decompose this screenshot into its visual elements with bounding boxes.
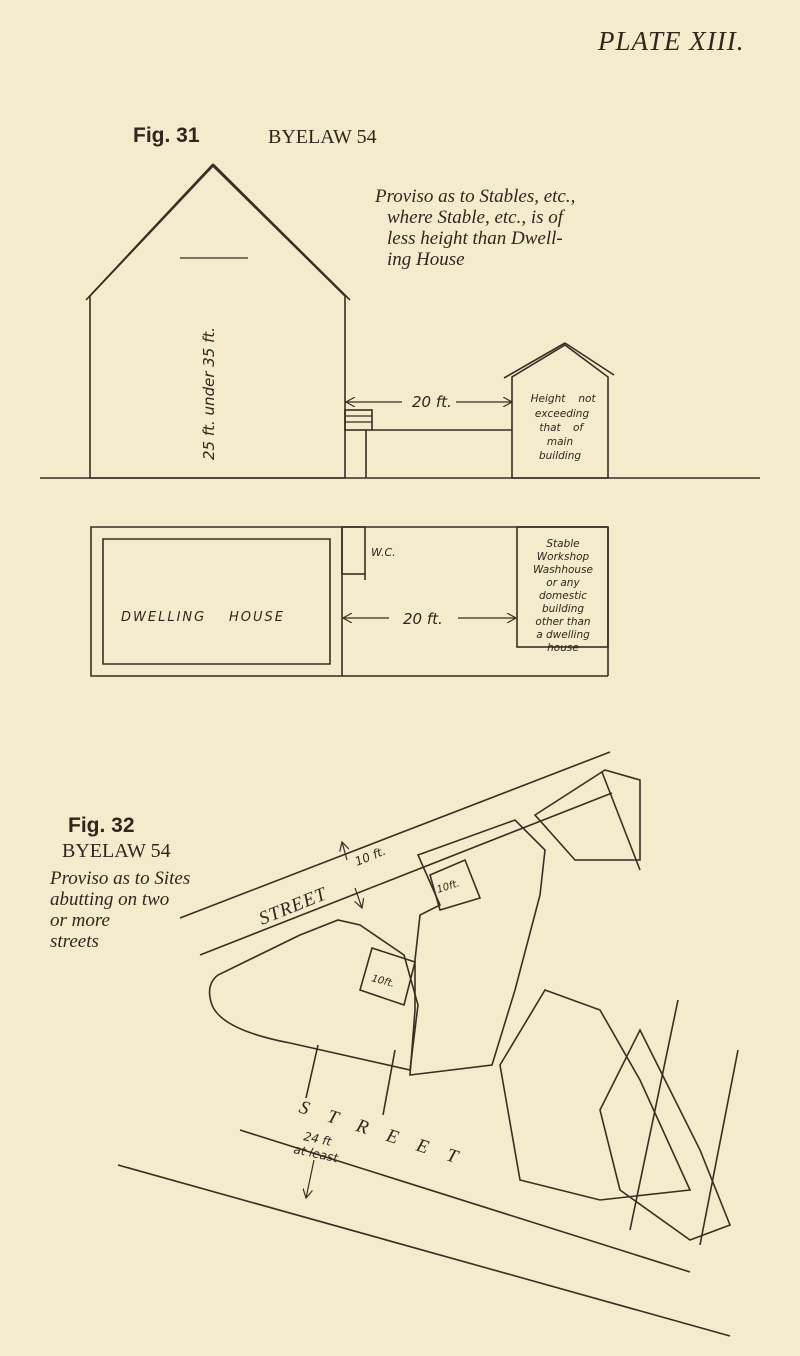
lower-street-inner-line: [239, 1129, 691, 1273]
label-line: main: [547, 436, 573, 448]
label-line: domestic: [539, 590, 587, 602]
label-line: Height: [531, 393, 567, 405]
label-line: other than: [535, 616, 590, 628]
outbuilding-plan-label: Stable Workshop Washhouse or any domesti…: [533, 538, 593, 654]
elev-distance-label: 20 ft.: [412, 393, 452, 411]
label-line: building: [542, 603, 584, 615]
fig31-proviso-line: Proviso as to Stables, etc.,: [375, 186, 576, 207]
label-line: building: [539, 450, 581, 462]
label-line: Washhouse: [533, 564, 593, 576]
outbuilding-elevation-label: Height not exceeding that of main buildi…: [531, 393, 597, 462]
yard-label-top: 10ft.: [436, 878, 462, 896]
lower-street-outer-line: [117, 1164, 731, 1337]
upper-street-width: 10 ft.: [353, 844, 388, 869]
fig31-elevation: 25 ft. under 35 ft. 20 ft. Height not ex…: [40, 163, 760, 479]
side-boundary-2: [699, 1049, 739, 1246]
label-line: a dwelling: [536, 629, 590, 641]
fig31-proviso: Proviso as to Stables, etc., where Stabl…: [375, 186, 575, 270]
upper-street-outer-line: [179, 751, 611, 919]
fig31-plan: DWELLING HOUSE W.C. 20 ft. Stable Worksh…: [90, 526, 609, 677]
site-right-corner: [533, 769, 641, 861]
label-line: Stable: [546, 538, 579, 550]
yard-10ft-left: [359, 946, 416, 1007]
fig32-byelaw: BYELAW 54: [62, 840, 171, 862]
lower-street-width-1: 24 ft: [302, 1129, 334, 1149]
outbuilding-plan-label-bg: [526, 535, 600, 639]
lower-street-dim-line: [305, 1044, 319, 1099]
lower-street-width-2: at least: [292, 1142, 340, 1165]
side-boundary-1: [629, 999, 679, 1231]
height-label: 25 ft. under 35 ft.: [200, 327, 218, 460]
site-right-lower: [499, 989, 692, 1201]
label-line: of: [573, 422, 585, 434]
street-dim-up: [342, 842, 347, 861]
site-center: [409, 819, 546, 1076]
fig31-byelaw: BYELAW 54: [268, 126, 377, 148]
site-far-right: [599, 1028, 732, 1241]
fig31-proviso-line: where Stable, etc., is of: [387, 207, 564, 228]
fig32-proviso-line: Proviso as to Sites: [50, 868, 191, 889]
fig32-proviso-line: or more: [50, 910, 110, 931]
dwelling-word1: DWELLING: [121, 610, 206, 625]
site-left: [208, 919, 419, 1071]
outbuilding-label-bg: [518, 385, 602, 473]
outbuilding-eave: [503, 342, 566, 379]
label-line: or any: [546, 577, 580, 589]
yard-10ft-top: [429, 858, 482, 911]
upper-street-inner-line: [199, 792, 613, 956]
fig31-proviso-line: less height than Dwell-: [387, 228, 563, 249]
outbuilding-plan: [516, 526, 609, 648]
fig32-proviso-line: streets: [50, 931, 99, 952]
outbuilding-elevation: [511, 344, 609, 479]
street-dim-down: [355, 887, 362, 908]
site-division-line: [382, 1049, 396, 1116]
label-line: Workshop: [537, 551, 590, 563]
fig31-proviso-line: ing House: [387, 249, 465, 270]
lower-street-dim-arrow: [306, 1159, 315, 1198]
right-boundary-upper: [601, 771, 641, 871]
plan-distance-label: 20 ft.: [403, 610, 443, 628]
fig31-label: Fig. 31: [133, 124, 200, 147]
label-line: not: [578, 393, 596, 405]
roof-eave-right: [212, 163, 351, 301]
outbuilding-eave: [564, 342, 615, 376]
fig32-label: Fig. 32: [68, 814, 135, 837]
roof-eave-left: [85, 163, 214, 301]
label-line: house: [547, 642, 579, 654]
fig32-proviso: Proviso as to Sites abutting on two or m…: [50, 868, 190, 952]
label-line: exceeding: [535, 408, 590, 420]
wc-label: W.C.: [371, 546, 396, 559]
wc-plan: [341, 526, 366, 575]
upper-street-name: STREET: [256, 883, 331, 929]
fig32-site-plan: 10ft. 10ft. STREET 10 ft. STREET 24 ft a…: [117, 751, 739, 1337]
plate-title: PLATE XIII.: [598, 26, 745, 56]
height-label-bg: [196, 300, 222, 460]
dwelling-plan-walls: [90, 526, 343, 677]
dwelling-word2: HOUSE: [229, 610, 285, 625]
wc-elevation: [344, 409, 373, 431]
fig32-proviso-line: abutting on two: [50, 889, 170, 910]
yard-label-left: 10ft.: [370, 973, 395, 990]
label-line: that: [539, 422, 561, 434]
